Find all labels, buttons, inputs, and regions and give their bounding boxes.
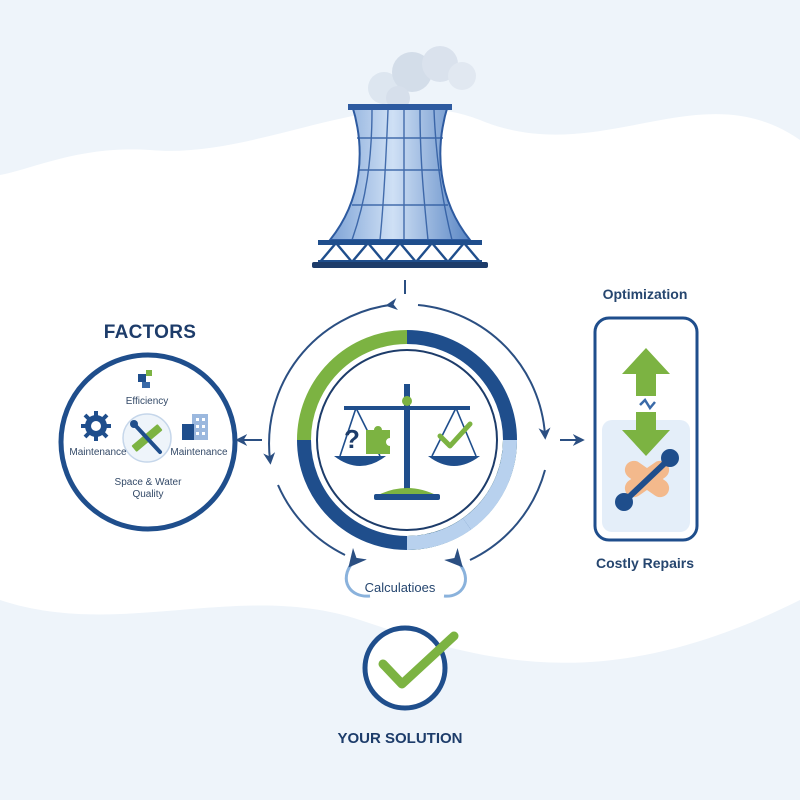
puzzle-piece-icon <box>366 426 390 454</box>
maintenance-right-label: Maintenance <box>170 447 228 458</box>
optimization-label: Optimization <box>602 286 688 302</box>
down-arrow-icon <box>622 412 670 456</box>
up-arrow-icon <box>622 348 670 396</box>
costly-repairs-label: Costly Repairs <box>595 555 695 571</box>
efficiency-label: Efficiency <box>125 396 169 407</box>
solution-icon <box>362 625 459 711</box>
gear-icon <box>81 411 111 441</box>
building-icon <box>182 414 208 440</box>
wrench-icon <box>615 449 679 511</box>
efficiency-icon <box>138 370 152 388</box>
calculations-arrows <box>344 547 467 598</box>
calculations-label: Calculatioes <box>364 580 436 595</box>
maintenance-left-label: Maintenance <box>69 447 127 458</box>
space-water-quality-label: Space & Water Quality <box>114 477 182 500</box>
factors-title: FACTORS <box>103 322 197 343</box>
question-mark-icon: ? <box>344 424 360 454</box>
zigzag-icon <box>639 398 656 411</box>
cooling-tower-icon <box>312 46 488 268</box>
cycle-arrows <box>263 298 551 561</box>
ruler-wrench-icon <box>122 413 172 463</box>
scale-check-icon <box>437 421 473 449</box>
your-solution-label: YOUR SOLUTION <box>337 730 463 747</box>
